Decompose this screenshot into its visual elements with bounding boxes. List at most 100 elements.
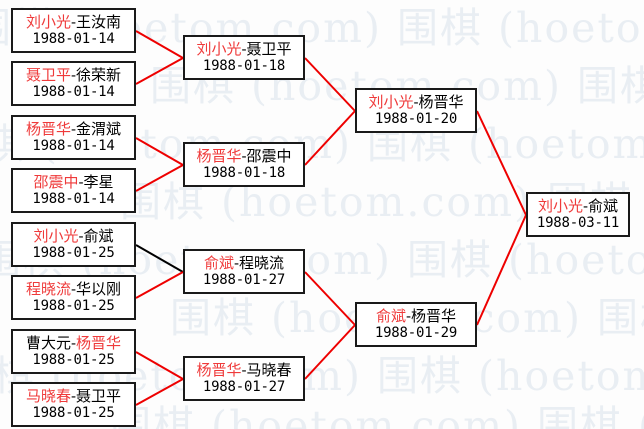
player-winner: 刘小光 (537, 196, 583, 215)
player-separator: - (70, 119, 77, 138)
connector-r1m3-to-r2m2 (135, 137, 184, 166)
match-players: 刘小光-王汝南 (26, 12, 122, 31)
match-players: 马晓春-聂卫平 (25, 386, 122, 405)
match-date: 1988-01-25 (32, 351, 115, 368)
player-separator: - (78, 226, 84, 245)
connector-r1m4-to-r2m2 (135, 164, 184, 192)
match-date: 1988-01-20 (374, 110, 458, 127)
player-winner: 刘小光 (196, 39, 242, 58)
match-date: 1988-03-11 (536, 214, 620, 231)
match-players: 刘小光-俞斌 (537, 196, 619, 215)
match-players: 杨晋华-金渭斌 (25, 119, 121, 138)
player-winner: 马晓春 (25, 386, 71, 405)
connector-r2m3-to-r3m2 (304, 271, 356, 326)
player-loser: 马晓春 (246, 360, 292, 379)
player-winner: 程晓流 (25, 279, 71, 298)
match-date: 1988-01-25 (32, 297, 115, 314)
player-loser: 俞斌 (83, 226, 114, 245)
match-date: 1988-01-27 (202, 271, 286, 288)
match-players: 杨晋华-邵震中 (196, 146, 292, 165)
player-separator: - (70, 65, 77, 84)
player-separator: - (233, 253, 240, 272)
player-winner: 杨晋华 (196, 146, 242, 165)
connector-r1m1-to-r2m1 (135, 30, 184, 59)
connector-r3m1-to-r4m1 (476, 110, 527, 216)
connector-r2m4-to-r3m2 (304, 324, 356, 380)
player-loser: 王汝南 (76, 12, 122, 31)
match-date: 1988-01-14 (32, 137, 115, 154)
player-winner: 刘小光 (33, 226, 79, 245)
player-separator: - (70, 386, 77, 405)
match-players: 杨晋华-马晓春 (196, 360, 292, 379)
player-loser: 华以刚 (76, 279, 122, 298)
connector-r1m8-to-r2m4 (135, 378, 184, 406)
player-winner: 杨晋华 (25, 119, 71, 138)
player-winner: 俞斌 (375, 306, 406, 325)
player-loser: 聂卫平 (246, 39, 292, 58)
match-date: 1988-01-14 (32, 83, 115, 100)
player-loser: 杨晋华 (418, 92, 464, 111)
player-separator: - (241, 360, 247, 379)
match-date: 1988-01-25 (32, 244, 115, 261)
match-players: 刘小光-聂卫平 (196, 39, 292, 58)
connector-r3m2-to-r4m1 (476, 214, 527, 326)
player-winner: 邵震中 (33, 172, 79, 191)
player-separator: - (70, 279, 77, 298)
player-loser: 邵震中 (246, 146, 292, 165)
player-loser: 聂卫平 (76, 386, 122, 405)
match-date: 1988-01-25 (32, 404, 115, 421)
player-separator: - (413, 92, 419, 111)
player-separator: - (70, 12, 77, 31)
player-winner: 聂卫平 (25, 65, 71, 84)
connector-r1m7-to-r2m4 (135, 351, 184, 380)
match-players: 曹大元-杨晋华 (25, 333, 122, 352)
player-winner: 杨晋华 (196, 360, 242, 379)
player-loser: 程晓流 (239, 253, 285, 272)
player-winner: 俞斌 (203, 253, 234, 272)
match-date: 1988-01-18 (202, 164, 286, 181)
match-date: 1988-01-14 (32, 30, 115, 47)
player-winner: 杨晋华 (76, 333, 122, 352)
match-date: 1988-01-27 (202, 378, 286, 395)
match-date: 1988-01-29 (374, 324, 458, 341)
player-loser: 李星 (83, 172, 114, 191)
player-separator: - (241, 146, 247, 165)
match-players: 邵震中-李星 (33, 172, 114, 191)
match-players: 聂卫平-徐荣新 (25, 65, 122, 84)
match-players: 刘小光-俞斌 (33, 226, 114, 245)
connector-r1m6-to-r2m3 (135, 271, 184, 299)
player-loser: 徐荣新 (76, 65, 122, 84)
connector-r2m1-to-r3m1 (304, 57, 356, 112)
match-date: 1988-01-18 (202, 57, 286, 74)
player-winner: 刘小光 (368, 92, 414, 111)
player-loser: 杨晋华 (411, 306, 457, 325)
player-separator: - (70, 333, 77, 352)
player-separator: - (582, 196, 589, 215)
player-loser: 俞斌 (588, 196, 619, 215)
match-players: 俞斌-程晓流 (203, 253, 285, 272)
player-loser: 曹大元 (25, 333, 71, 352)
match-players: 程晓流-华以刚 (25, 279, 122, 298)
match-players: 刘小光-杨晋华 (368, 92, 464, 111)
player-separator: - (78, 172, 84, 191)
player-separator: - (405, 306, 412, 325)
connector-r1m2-to-r2m1 (135, 57, 184, 85)
match-players: 俞斌-杨晋华 (375, 306, 457, 325)
connector-r2m2-to-r3m1 (304, 110, 356, 166)
player-separator: - (241, 39, 247, 58)
